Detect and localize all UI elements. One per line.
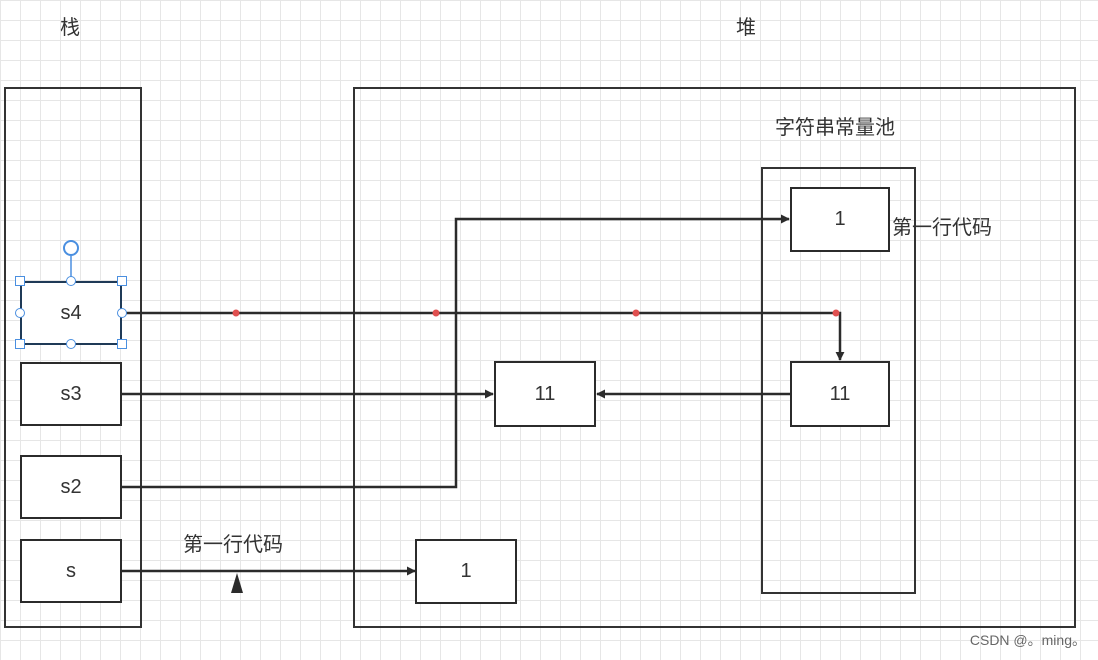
- heap-object-11-label: 11: [534, 382, 556, 405]
- stack-region[interactable]: [4, 87, 142, 628]
- variable-s-label: s: [66, 559, 76, 582]
- variable-s2[interactable]: s2: [20, 455, 122, 519]
- variable-s4[interactable]: s4: [20, 281, 122, 345]
- stack-title: 栈: [60, 17, 80, 39]
- variable-s2-label: s2: [60, 475, 82, 498]
- heap-object-1[interactable]: 1: [415, 539, 517, 604]
- resize-handle-bottom-right[interactable]: [117, 339, 127, 349]
- variable-s4-label: s4: [60, 301, 82, 324]
- line-midpoint-marker: [231, 573, 243, 593]
- resize-handle-left[interactable]: [15, 308, 25, 318]
- resize-handle-bottom-left[interactable]: [15, 339, 25, 349]
- waypoint-dot: [232, 309, 240, 317]
- waypoint-dot: [832, 309, 840, 317]
- pool-object-11[interactable]: 11: [790, 361, 890, 427]
- bottom-line-annotation: 第一行代码: [183, 534, 283, 556]
- resize-handle-top-left[interactable]: [15, 276, 25, 286]
- heap-region[interactable]: [353, 87, 1076, 628]
- s4-to-pool-11-arrow[interactable]: [122, 311, 845, 361]
- heap-title: 堆: [736, 17, 756, 39]
- resize-handle-top-right[interactable]: [117, 276, 127, 286]
- variable-s[interactable]: s: [20, 539, 122, 603]
- pool-object-1[interactable]: 1: [790, 187, 890, 252]
- pool-line-annotation: 第一行代码: [892, 217, 992, 239]
- heap-object-1-label: 1: [460, 560, 472, 582]
- waypoint-dot: [432, 309, 440, 317]
- pool-title: 字符串常量池: [775, 117, 895, 139]
- pool-object-1-label: 1: [834, 208, 846, 230]
- resize-handle-top[interactable]: [66, 276, 76, 286]
- variable-s3[interactable]: s3: [20, 362, 122, 426]
- rotate-handle[interactable]: [63, 240, 79, 256]
- s2-to-pool-1-arrow[interactable]: [122, 214, 790, 489]
- variable-s3-label: s3: [60, 382, 82, 405]
- waypoint-dot: [632, 309, 640, 317]
- pool-object-11-label: 11: [829, 382, 851, 405]
- heap-object-11[interactable]: 11: [494, 361, 596, 427]
- resize-handle-right[interactable]: [117, 308, 127, 318]
- resize-handle-bottom[interactable]: [66, 339, 76, 349]
- string-pool-region[interactable]: [761, 167, 916, 594]
- csdn-watermark: CSDN @。ming。: [969, 632, 1086, 648]
